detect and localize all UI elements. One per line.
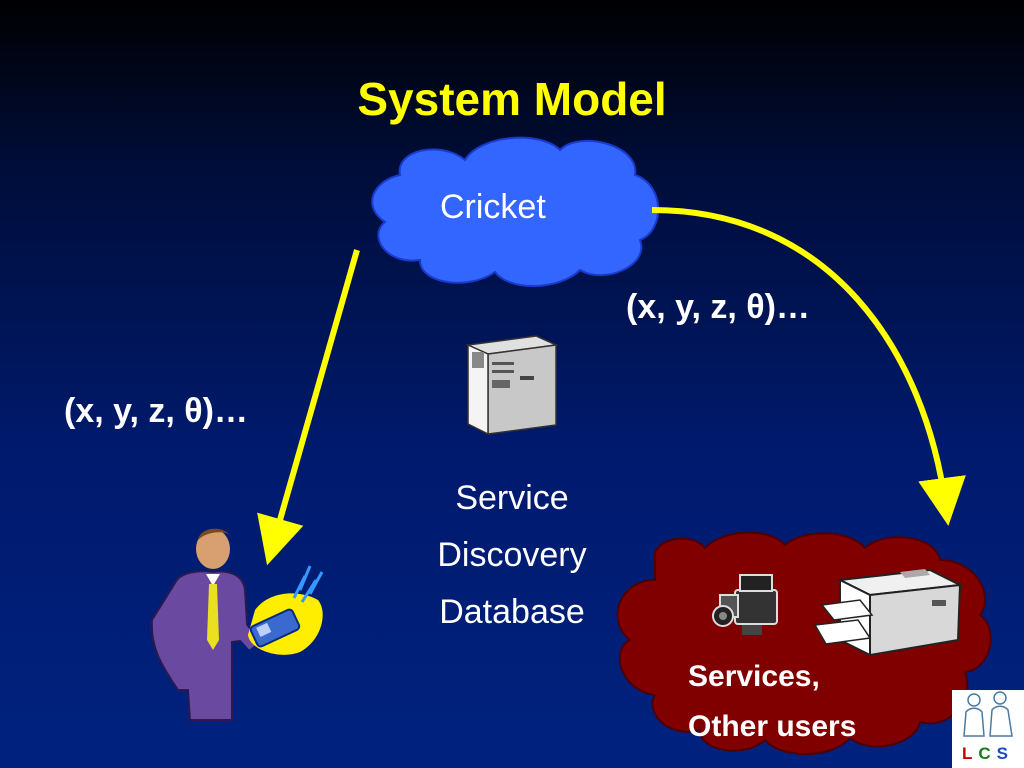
service-discovery-line1: Service [455,479,569,517]
video-camera-icon [712,574,778,635]
printer-icon [813,568,964,657]
lcs-logo: LCS [952,690,1024,768]
lcs-figures-icon [963,691,1013,737]
lcs-letter-l: L [961,744,979,763]
slide-title: System Model [357,73,667,125]
businessman-icon [150,528,268,721]
lcs-letter-c: C [978,744,997,763]
service-discovery-line2: Discovery [437,536,587,574]
lcs-letter-s: S [996,744,1014,763]
cricket-cloud-icon [371,136,660,288]
mobile-phone-icon [248,565,324,655]
coordinates-label-left: (x, y, z, θ)… [64,392,248,430]
services-line2: Other users [688,710,857,743]
coordinates-label-right: (x, y, z, θ)… [626,288,810,326]
services-line1: Services, [688,660,820,693]
cricket-label: Cricket [440,188,546,226]
arrow-cricket-to-user [257,249,360,566]
services-label: Services, Other users [688,652,856,752]
server-icon [465,335,559,436]
service-discovery-label: Service Discovery Database [412,470,612,641]
service-discovery-line3: Database [439,593,585,631]
arrow-cricket-to-services [651,207,966,526]
lcs-letters: LCS [952,744,1024,764]
